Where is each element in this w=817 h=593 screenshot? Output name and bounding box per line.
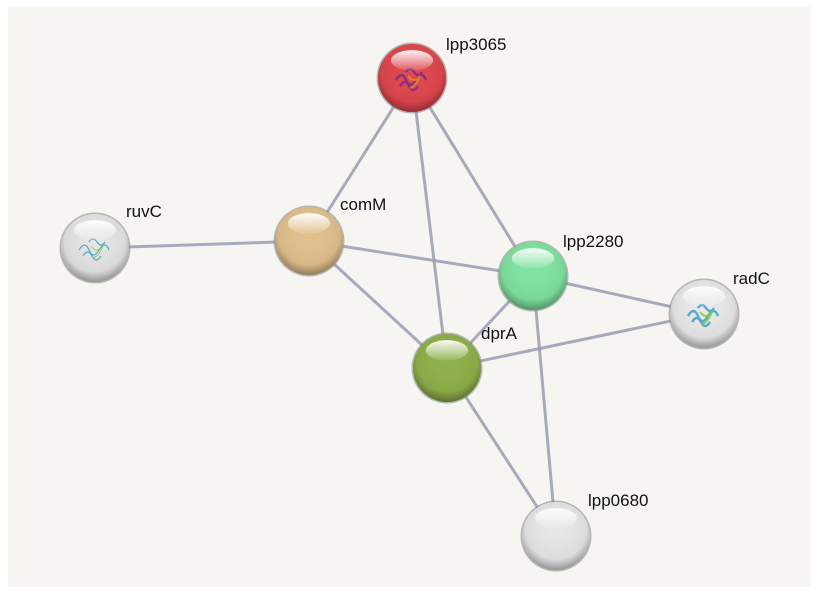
node-lpp2280[interactable] [497, 240, 569, 312]
node-radC[interactable] [668, 278, 740, 350]
node-layer [59, 42, 740, 572]
edge-layer [93, 76, 706, 538]
node-highlight [73, 220, 117, 241]
node-highlight [390, 50, 434, 71]
node-label-lpp3065: lpp3065 [446, 35, 507, 54]
edge-lpp2280-lpp0680 [531, 274, 558, 538]
edge-comM-lpp2280 [307, 239, 535, 278]
node-highlight [287, 213, 331, 234]
node-label-radC: radC [733, 269, 770, 288]
edge-lpp3065-dprA [410, 76, 449, 370]
node-highlight [534, 508, 578, 529]
node-lpp3065[interactable] [376, 42, 448, 114]
edge-lpp3065-lpp2280 [410, 76, 535, 278]
node-label-lpp0680: lpp0680 [588, 491, 649, 510]
edge-ruvC-comM [93, 239, 311, 250]
node-label-comM: comM [340, 195, 386, 214]
node-highlight [682, 286, 726, 307]
node-label-lpp2280: lpp2280 [563, 232, 624, 251]
node-label-ruvC: ruvC [126, 202, 162, 221]
node-highlight [425, 340, 469, 361]
node-label-dprA: dprA [481, 324, 518, 343]
node-ruvC[interactable] [59, 212, 131, 284]
node-highlight [511, 248, 555, 269]
node-dprA[interactable] [411, 332, 483, 404]
label-layer: lpp3065 comM ruvC lpp2280 radC dprA lpp0680 [126, 35, 770, 510]
edge-dprA-radC [445, 312, 706, 370]
node-comM[interactable] [273, 205, 345, 277]
node-lpp0680[interactable] [520, 500, 592, 572]
